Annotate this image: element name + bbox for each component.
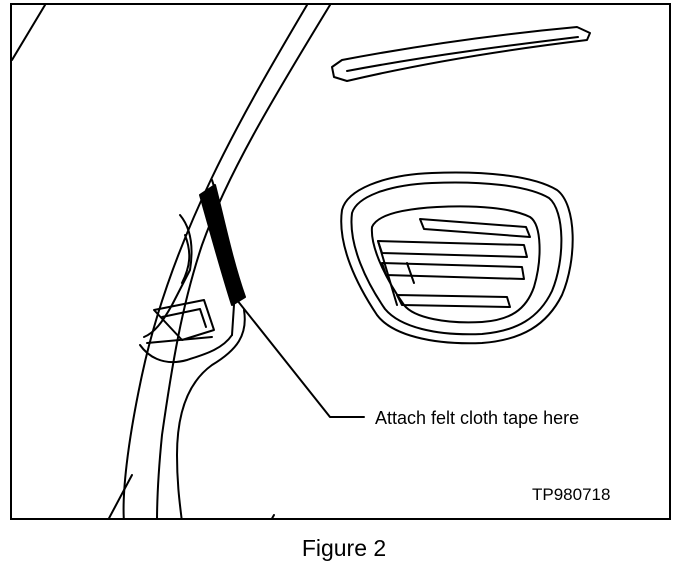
side-vent-grille — [153, 299, 215, 341]
vent-housing-outer — [340, 171, 574, 345]
vent-housing-mid — [350, 181, 563, 336]
figure-code: TP980718 — [532, 485, 611, 504]
cowl-edge-line — [107, 474, 133, 518]
callout-leader-line — [232, 294, 365, 418]
dashboard-illustration — [12, 5, 591, 518]
figure-caption: Figure 2 — [301, 535, 387, 561]
side-vent-outer — [143, 214, 193, 338]
vent-slat-frame — [377, 240, 398, 306]
side-vent-inner — [181, 234, 191, 284]
defroster-slot-outer — [331, 26, 591, 82]
vent-slat — [381, 262, 525, 280]
felt-tape-strip — [199, 184, 246, 306]
vent-slat — [419, 218, 531, 238]
dash-lower-edge — [271, 514, 275, 518]
side-vent-lower — [146, 336, 213, 344]
vent-slat — [377, 240, 528, 258]
pillar-base-curve — [176, 309, 246, 518]
side-vent-slat — [161, 308, 207, 328]
pillar-inner-curve — [156, 5, 331, 518]
callout-label: Attach felt cloth tape here — [375, 408, 580, 428]
panel-edge-line — [12, 5, 46, 61]
vent-slat-frame — [406, 262, 415, 284]
figure-frame: Attach felt cloth tape here TP980718 — [10, 3, 671, 520]
defroster-slot-inner — [346, 36, 579, 72]
pillar-base-inner — [139, 334, 233, 364]
pillar-outer-curve — [122, 5, 308, 518]
vent-slat — [396, 294, 511, 308]
